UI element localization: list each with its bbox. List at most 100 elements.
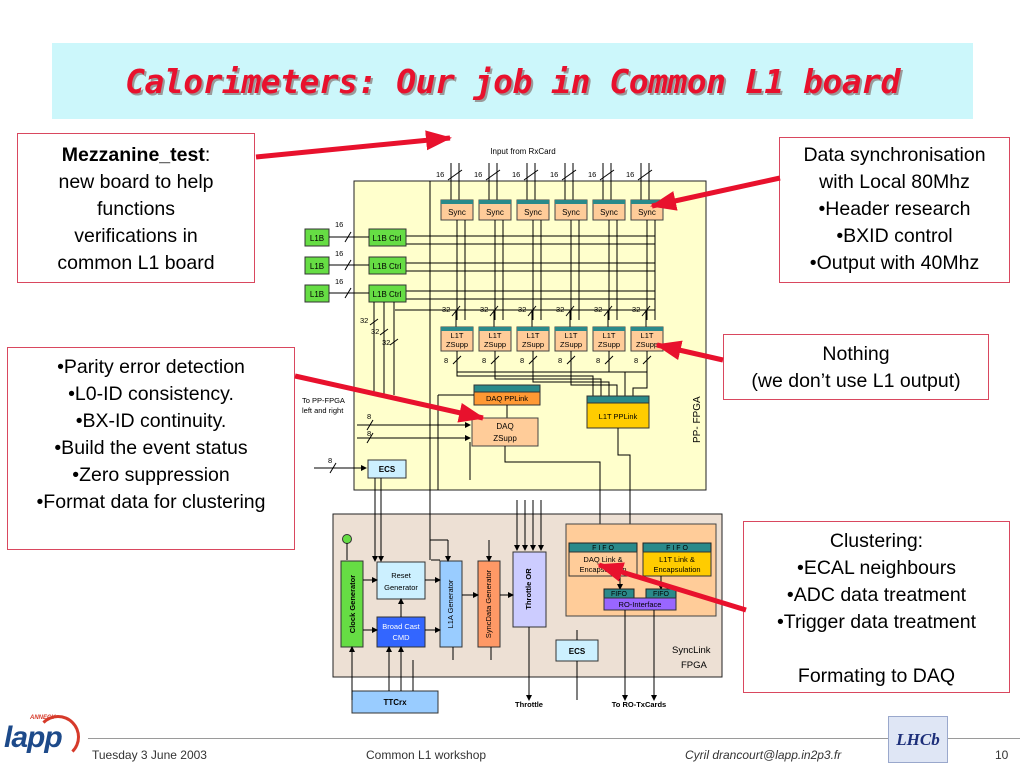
footer-date: Tuesday 3 June 2003 [92, 748, 207, 762]
footer-event: Common L1 workshop [366, 748, 487, 762]
svg-text:32: 32 [442, 305, 450, 314]
svg-text:L1B: L1B [310, 262, 324, 271]
svg-text:L1B Ctrl: L1B Ctrl [373, 262, 402, 271]
ro-interface: RO-Interface [603, 597, 677, 611]
svg-text:8: 8 [444, 356, 448, 365]
throttle-label: Throttle [515, 700, 543, 709]
svg-text:Sync: Sync [638, 208, 656, 217]
svg-text:L1T PPLink: L1T PPLink [599, 412, 638, 421]
svg-text:L1A Generator: L1A Generator [446, 579, 455, 628]
svg-text:Sync: Sync [524, 208, 542, 217]
svg-text:8: 8 [367, 429, 371, 438]
note-mezzanine: Mezzanine_test: new board to help functi… [17, 133, 255, 283]
lapp-logo-ring [36, 715, 80, 759]
l1t-input-buses [451, 305, 651, 327]
l1b-section: L1B L1B L1B L1B Ctrl L1B Ctrl L1B Ctrl [304, 228, 407, 303]
svg-text:32: 32 [382, 338, 390, 347]
l1a-generator: L1A Generator [439, 560, 463, 648]
note-parity: •Parity error detection •L0-ID consisten… [7, 347, 295, 550]
note-line: •Output with 40Mhz [809, 252, 980, 274]
note-line: •Parity error detection [57, 356, 245, 378]
note-line: •Trigger data treatment [776, 611, 977, 633]
sync-block: Sync [440, 199, 474, 221]
svg-text:32: 32 [360, 316, 368, 325]
small-fifos: FIFO FIFO [603, 588, 677, 599]
daq-pplink: DAQ PPLink [473, 384, 541, 406]
daq-zsupp: DAQ ZSupp [471, 417, 539, 447]
footer-page: 10 [995, 748, 1009, 762]
ttcrx: TTCrx [351, 690, 439, 714]
svg-text:SyncData Generator: SyncData Generator [484, 569, 493, 638]
fifo-row-daq: F I F O [568, 542, 638, 553]
svg-text:Clock Generator: Clock Generator [348, 575, 357, 633]
lhcb-logo: LHCb [888, 716, 948, 763]
svg-text:L1T: L1T [603, 331, 616, 340]
lapp-logo-text: lapp [4, 721, 63, 754]
lhcb-logo-text: LHCb [896, 729, 940, 749]
sync-block: Sync [478, 199, 512, 221]
svg-text:Throttle OR: Throttle OR [524, 568, 533, 610]
svg-text:8: 8 [558, 356, 562, 365]
note-line: •ECAL neighbours [797, 557, 956, 579]
svg-text:ZSupp: ZSupp [493, 434, 517, 443]
svg-text:Reset: Reset [391, 571, 412, 580]
svg-text:16: 16 [550, 170, 558, 179]
to-pp-label-1: To PP-FPGA [302, 396, 345, 405]
svg-text:L1B Ctrl: L1B Ctrl [373, 234, 402, 243]
svg-text:DAQ Link &: DAQ Link & [583, 555, 622, 564]
note-line: •L0-ID consistency. [68, 383, 234, 405]
svg-text:16: 16 [626, 170, 634, 179]
note-line: •BX-ID continuity. [75, 410, 227, 432]
svg-text:8: 8 [367, 412, 371, 421]
throttle-or: Throttle OR [512, 551, 547, 628]
svg-text:CMD: CMD [392, 633, 410, 642]
note-line: functions [96, 198, 176, 220]
note-line: •Build the event status [54, 437, 248, 459]
broadcast-cmd: Broad Cast CMD [376, 616, 426, 648]
svg-text:F I F O: F I F O [666, 545, 688, 552]
svg-text:L1B: L1B [310, 290, 324, 299]
svg-text:L1T: L1T [527, 331, 540, 340]
svg-text:FIFO: FIFO [611, 591, 627, 598]
svg-text:ECS: ECS [379, 465, 396, 474]
l1b-bus-widths: 16 16 16 32 32 32 [335, 220, 390, 347]
svg-text:TTCrx: TTCrx [383, 698, 407, 707]
svg-text:16: 16 [335, 220, 343, 229]
svg-text:L1T: L1T [451, 331, 464, 340]
note-line: (we don’t use L1 output) [751, 370, 961, 392]
syncdata-generator: SyncData Generator [477, 560, 501, 648]
sync-to-l1b-bus [395, 220, 656, 320]
svg-text:ZSupp: ZSupp [636, 340, 658, 349]
synclink-label-1: SyncLink [672, 645, 711, 656]
pp-fpga-label: PP- FPGA [692, 396, 703, 443]
svg-text:L1B: L1B [310, 234, 324, 243]
l1b-links [329, 231, 399, 395]
note-line: Clustering: [829, 530, 924, 552]
note-line: Data synchronisation [803, 144, 986, 166]
input-buses [447, 163, 653, 200]
svg-text:ZSupp: ZSupp [522, 340, 544, 349]
footer-author: Cyril drancourt@lapp.in2p3.fr [685, 748, 842, 762]
lapp-logo: ANNECY lapp [2, 711, 88, 761]
l1t-output-buses [452, 351, 652, 396]
ecs-synclink: ECS [555, 639, 599, 662]
svg-text:32: 32 [371, 327, 379, 336]
input-label: Input from RxCard [490, 147, 555, 156]
svg-text:8: 8 [482, 356, 486, 365]
l1t-pplink: L1T PPLink [586, 395, 650, 429]
status-led [342, 534, 352, 544]
reset-generator: Reset Generator [376, 561, 426, 600]
daq-zsupp-widths: 8 8 [367, 412, 371, 438]
svg-text:16: 16 [335, 249, 343, 258]
svg-text:32: 32 [518, 305, 526, 314]
pointer-arrows [255, 130, 781, 613]
clock-generator: Clock Generator [340, 560, 364, 648]
svg-text:RO-Interface: RO-Interface [619, 600, 662, 609]
note-line: new board to help [58, 171, 214, 193]
svg-text:Encapsulation: Encapsulation [653, 565, 700, 574]
